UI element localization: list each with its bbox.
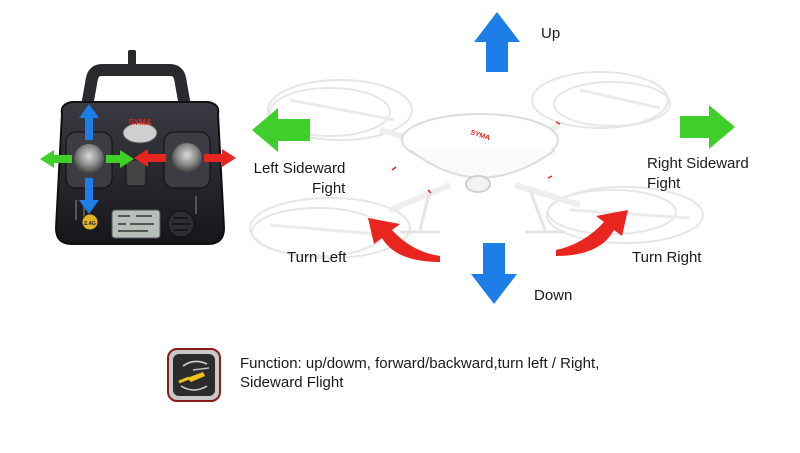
label-turn-right: Turn Right <box>632 249 702 266</box>
drone-red-marks <box>391 121 561 194</box>
remote-down-arrow-icon <box>79 178 99 214</box>
left-arrow-icon <box>252 108 310 152</box>
label-right-line1: Right Sideward <box>647 155 749 172</box>
remote-up-arrow-icon <box>79 104 99 140</box>
label-right-sideward: Right Sideward Fight <box>647 154 749 194</box>
remote-right-arrow-icon <box>106 150 134 168</box>
function-description: Function: up/dowm, forward/backward,turn… <box>240 354 599 392</box>
right-arrow-icon <box>680 105 735 149</box>
label-left-sideward: Left Sideward Fight <box>242 159 346 199</box>
helicopter-function-icon <box>167 348 221 402</box>
label-right-line2: Fight <box>647 175 681 192</box>
label-down: Down <box>534 287 573 304</box>
turn-right-arrow-icon <box>556 210 628 256</box>
label-up: Up <box>541 25 561 42</box>
remote-red-left-arrow-icon <box>134 149 166 167</box>
remote-brand-text: SYMA <box>128 118 151 127</box>
remote-badge-text: 2.4G <box>84 221 96 227</box>
function-line1: Function: up/dowm, forward/backward,turn… <box>240 355 600 372</box>
label-turn-left: Turn Left <box>287 249 347 266</box>
up-arrow-icon <box>474 12 520 72</box>
turn-left-arrow-icon <box>368 218 440 262</box>
label-left-line1: Left Sideward <box>253 160 346 177</box>
label-left-line2: Fight <box>312 180 346 197</box>
down-arrow-icon <box>471 243 517 304</box>
remote-red-right-arrow-icon <box>204 149 236 167</box>
function-line2: Sideward Flight <box>240 374 344 391</box>
drone-illustration <box>249 71 704 259</box>
remote-left-arrow-icon <box>40 150 72 168</box>
remote-arrows <box>40 104 236 214</box>
remote-controller <box>54 50 226 245</box>
